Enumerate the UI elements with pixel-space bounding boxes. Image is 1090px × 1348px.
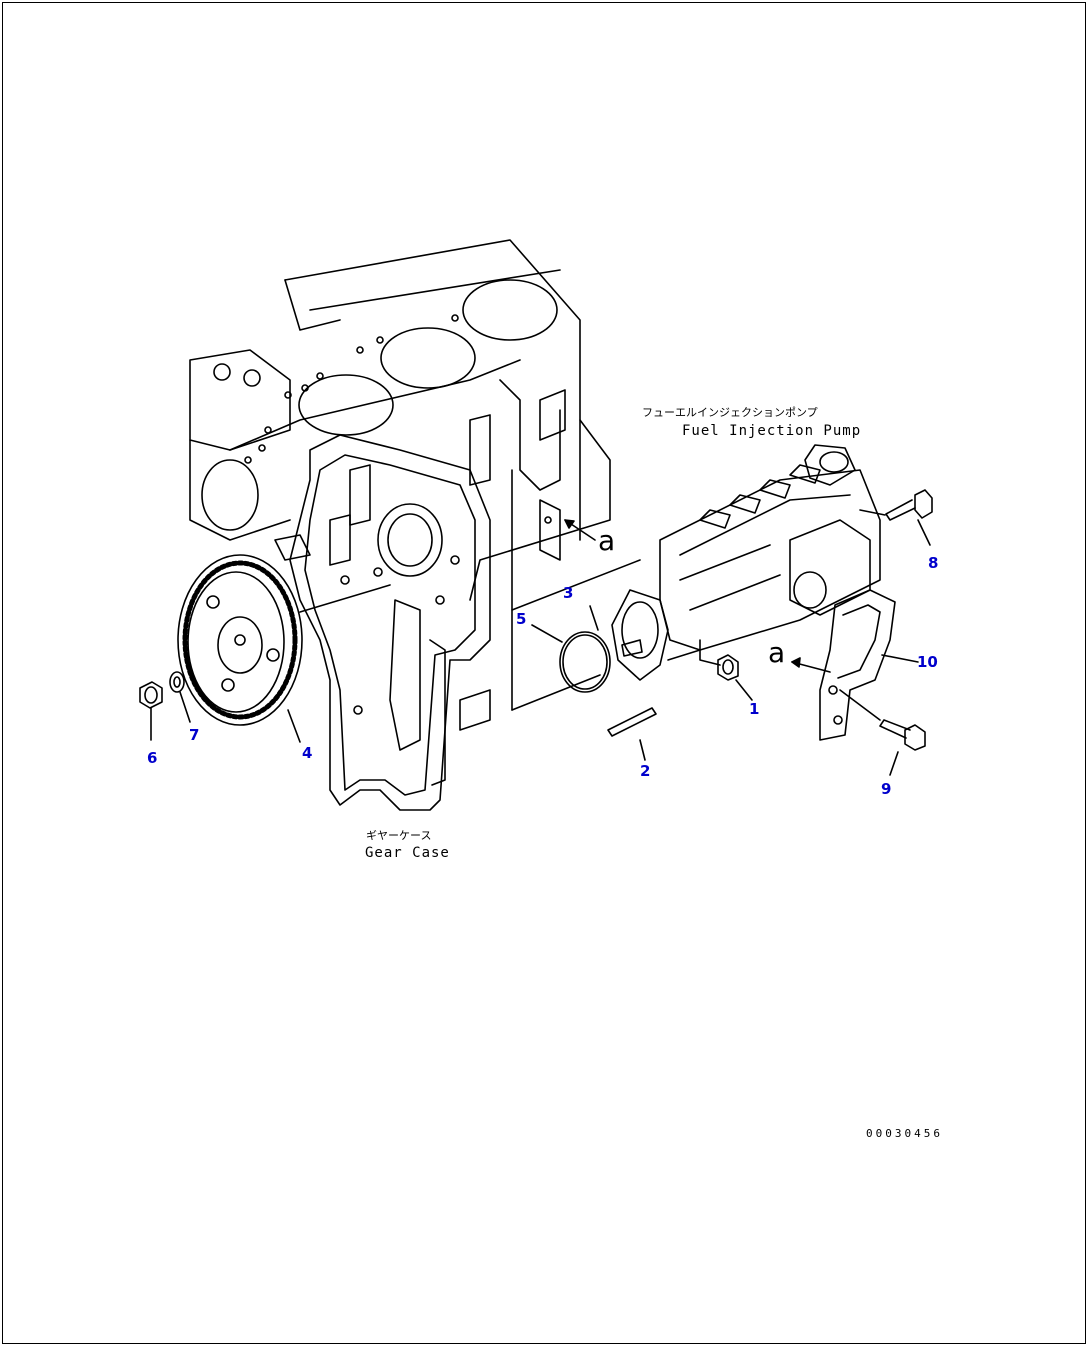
reference-arrows <box>564 519 831 673</box>
callout-9: 9 <box>881 780 892 798</box>
reference-mark-a-gear-case: a <box>598 524 616 557</box>
o-ring <box>531 605 611 693</box>
bolt-8 <box>885 489 933 546</box>
callout-10: 10 <box>917 653 938 671</box>
pump-caption-en: Fuel Injection Pump <box>682 423 862 439</box>
gear-wheel <box>177 554 391 726</box>
callout-1: 1 <box>749 700 760 718</box>
fuel-injection-pump <box>659 444 886 666</box>
gear-case-caption-en: Gear Case <box>365 845 450 861</box>
callout-2: 2 <box>640 762 651 780</box>
callout-8: 8 <box>928 554 939 572</box>
bolt-9 <box>839 689 926 776</box>
bracket <box>819 589 919 741</box>
callout-6: 6 <box>147 749 158 767</box>
gear-case <box>274 434 491 811</box>
pump-flange <box>611 589 669 681</box>
gear-case-caption-jp: ギヤーケース <box>366 829 432 842</box>
stud-bolt <box>607 707 657 761</box>
engine-block <box>189 239 641 731</box>
reference-mark-a-bracket: a <box>768 636 786 669</box>
callout-4: 4 <box>302 744 313 762</box>
callout-7: 7 <box>189 726 200 744</box>
pump-caption-jp: フューエルインジェクションポンプ <box>642 406 818 419</box>
callout-5: 5 <box>516 610 527 628</box>
callout-3: 3 <box>563 584 574 602</box>
nut-and-washer <box>139 671 301 743</box>
drawing-code: 00030456 <box>866 1127 943 1140</box>
nut-1 <box>717 654 753 701</box>
